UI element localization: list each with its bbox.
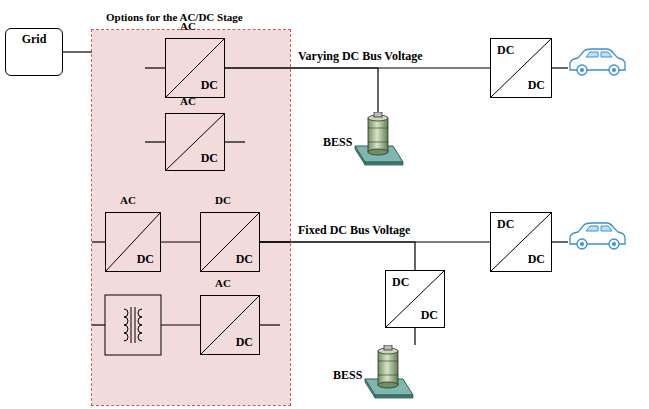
box-label: DC [528,79,545,92]
box-label: DC [137,253,154,266]
converter-box: DCDC [200,212,260,272]
bus-label: Fixed DC Bus Voltage [298,224,410,237]
box-label: DC [236,253,253,266]
grid-box: Grid [5,28,63,76]
wire-stubs [92,68,568,325]
box-label: AC [215,277,231,289]
box-label: DC [201,79,218,92]
transformer-symbol [105,295,161,355]
converter-box: ACDC [165,113,225,171]
box-label: DC [421,309,438,322]
box-label: DC [497,218,514,231]
bus-wire [225,68,378,112]
box-label: DC [392,276,409,289]
battery-icon [353,112,405,166]
converter-box: DC DC [490,38,552,98]
car-icon [570,49,625,75]
box-label: DC [201,152,218,165]
option-region: Options for the AC/DC StageACDCACDCACDCD… [92,30,290,405]
converter-box: ACDC [200,295,260,355]
box-label: DC [236,336,253,349]
bus-wire [260,242,415,270]
box-label: AC [180,95,196,107]
bus-label: Varying DC Bus Voltage [298,50,423,63]
bus-wire [161,241,200,242]
car-icon [570,223,625,249]
converter-box: DC DC [385,270,445,328]
box-label: DC [497,44,514,57]
region-fill [92,30,290,405]
box-label: AC [180,20,196,32]
box-label: AC [120,194,136,206]
bus-wire [63,51,92,52]
box-label: Grid [6,33,62,46]
bus-wire [414,328,415,345]
box-label: DC [215,194,231,206]
battery-icon [363,345,415,399]
storage-label: BESS [323,136,352,149]
storage-label: BESS [333,369,362,382]
battery-storage: BESS [333,345,415,399]
converter-box: ACDC [165,38,225,98]
box-label: DC [528,253,545,266]
converter-box: DC DC [490,212,552,272]
battery-storage: BESS [323,112,405,166]
converter-box: ACDC [105,212,161,272]
region-heading: Options for the AC/DC Stage [106,11,243,23]
